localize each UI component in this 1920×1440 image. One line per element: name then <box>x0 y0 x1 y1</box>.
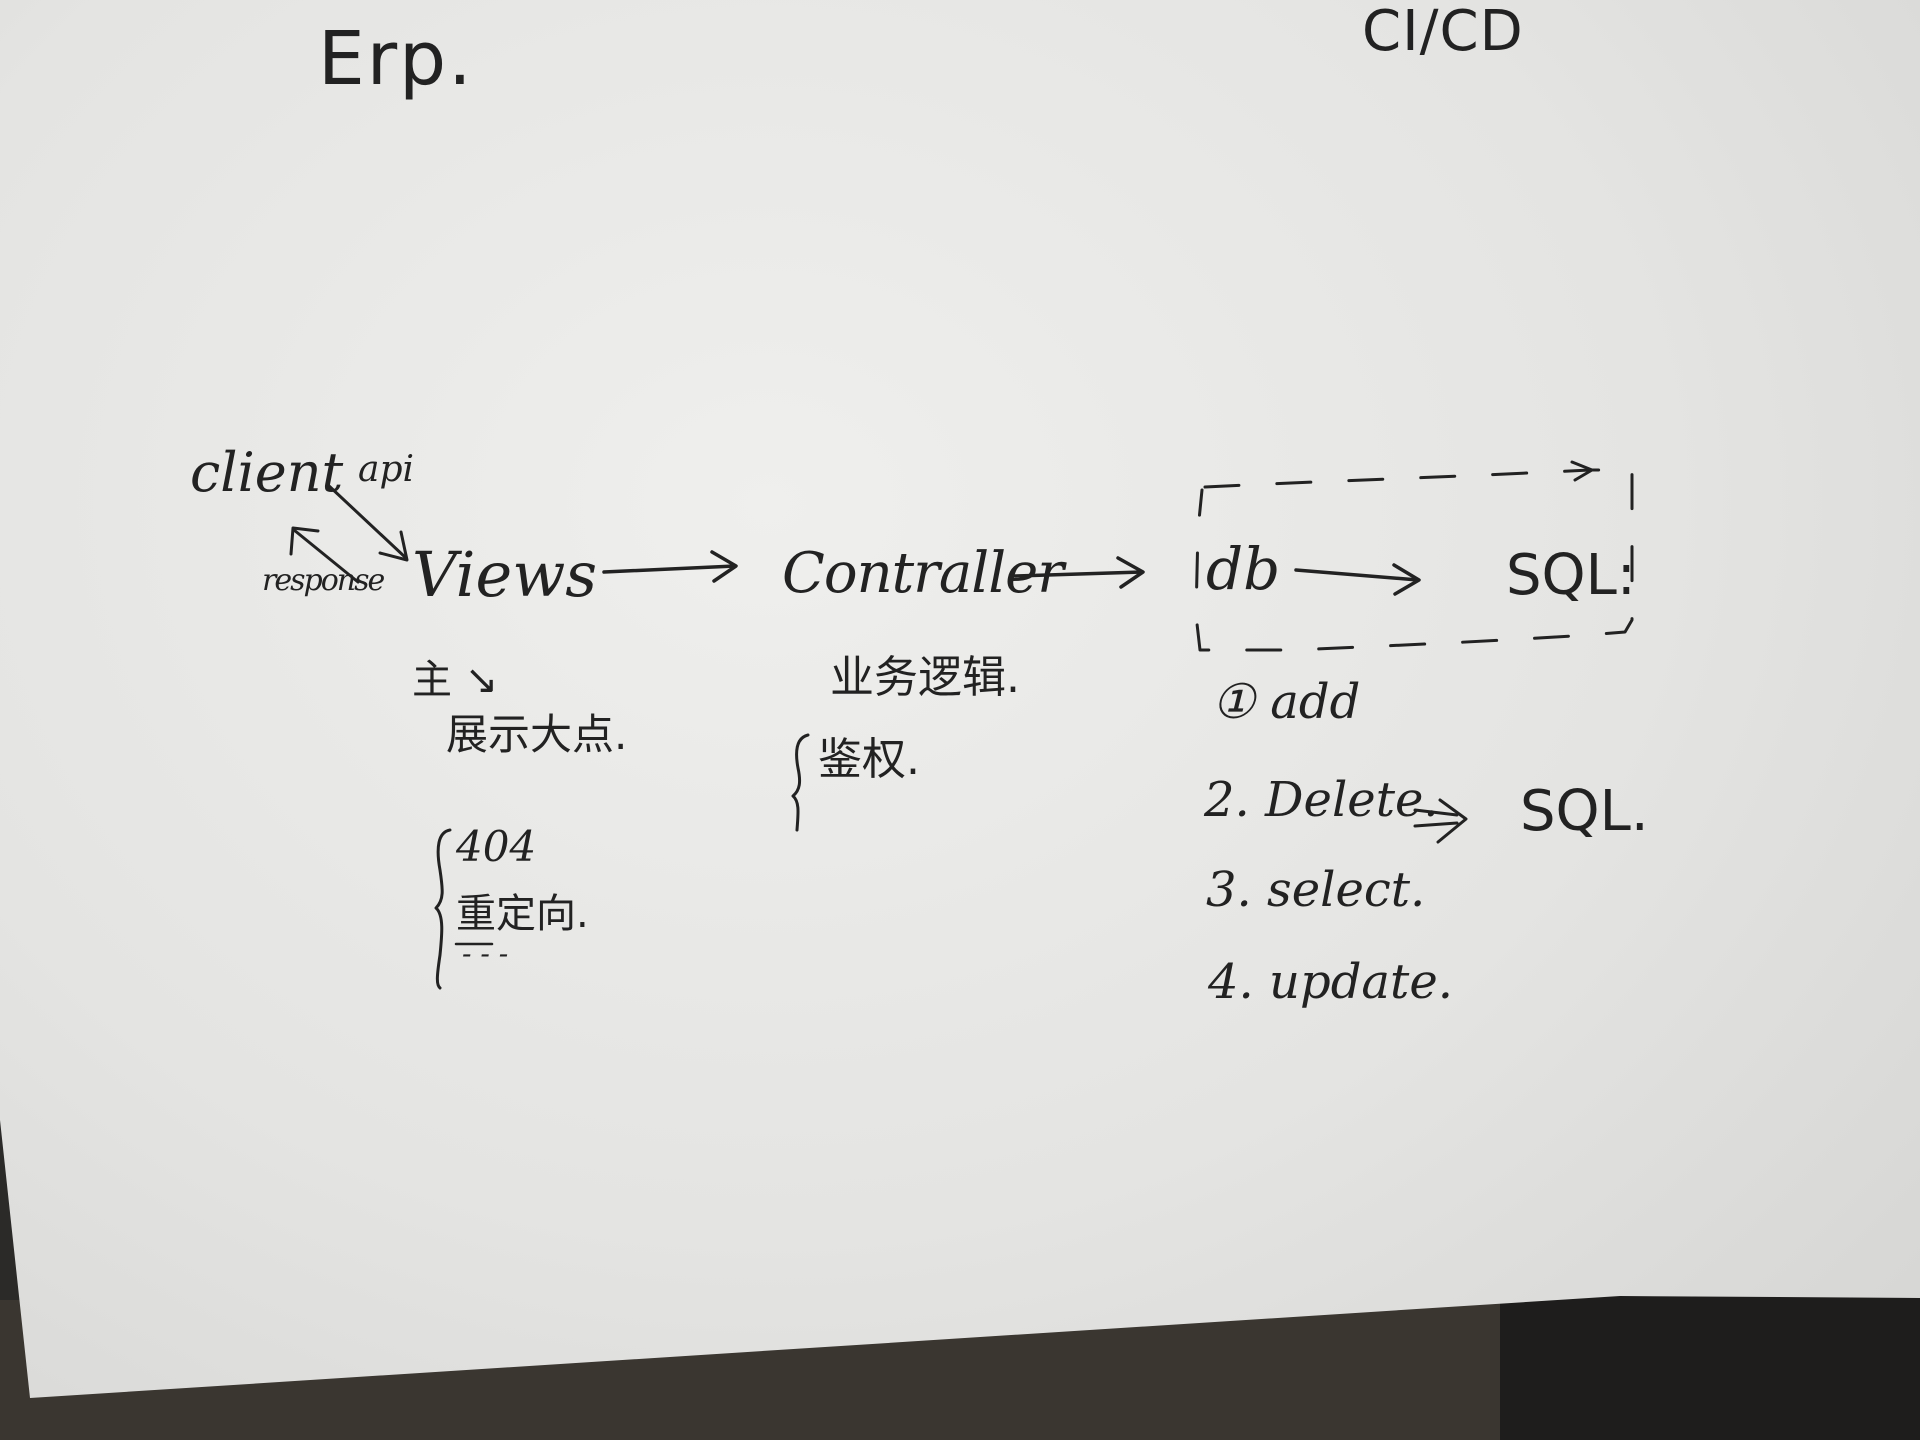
desk-shadow <box>1500 1290 1920 1440</box>
views-note-line1: 主 ↘ <box>412 657 499 703</box>
api-arrow <box>326 483 409 562</box>
corner-note-cicd: CI/CD <box>1362 0 1524 64</box>
node-controller: Contraller <box>782 541 1064 606</box>
db-sql-dashed-box <box>1194 468 1634 652</box>
views-note-line2: 展示大点. <box>446 710 628 759</box>
node-db: db <box>1206 535 1281 603</box>
controller-bracket-item-auth: 鉴权. <box>818 734 920 785</box>
response-arrow <box>289 526 360 584</box>
controller-brace <box>791 733 810 832</box>
views-bracket-item-ellipsis: - - - <box>462 937 509 970</box>
db-op-update: 4. update. <box>1208 954 1453 1010</box>
views-to-controller-arrow <box>602 550 738 583</box>
views-brace <box>434 828 452 990</box>
db-op-select: 3. select. <box>1206 862 1426 918</box>
db-ops-target-sql: SQL. <box>1520 779 1649 844</box>
db-to-sql-arrow <box>1294 563 1421 596</box>
title-erp: Erp. <box>318 16 474 102</box>
db-op-delete: 2. Delete. <box>1204 772 1439 828</box>
label-api: api <box>358 449 415 490</box>
views-bracket-item-redirect: 重定向. <box>456 891 589 937</box>
node-client: client <box>190 441 344 504</box>
node-sql: SQL: <box>1506 543 1636 608</box>
db-op-add: ① add <box>1212 674 1361 730</box>
views-bracket-item-404: 404 <box>456 822 537 871</box>
ops-to-sql-double-arrow <box>1413 798 1468 844</box>
controller-note-line1: 业务逻辑. <box>830 652 1020 703</box>
node-views: Views <box>412 538 598 611</box>
label-response: response <box>262 563 385 598</box>
controller-to-db-arrow <box>1013 556 1145 589</box>
dashed-box-arrowhead <box>1570 460 1594 482</box>
